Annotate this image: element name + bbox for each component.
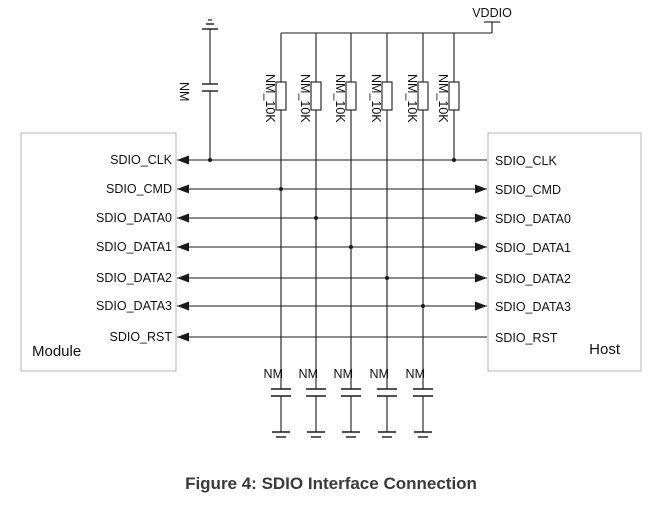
module-box	[20, 132, 177, 372]
host-pin-label: SDIO_DATA3	[495, 300, 571, 314]
module-label: Module	[32, 343, 81, 360]
capacitor-label: NM	[299, 367, 318, 381]
capacitor-label: NM	[264, 367, 283, 381]
capacitor-label: NM	[177, 82, 191, 101]
resistor-label: NM_10K	[298, 74, 312, 123]
host-label: Host	[589, 341, 621, 358]
arrow-right-icon	[475, 184, 487, 194]
host-pin-label: SDIO_CLK	[495, 154, 557, 168]
module-pin-label: SDIO_CLK	[110, 153, 172, 167]
resistor-4	[381, 81, 393, 111]
resistor-5	[417, 81, 429, 111]
host-pin-label: SDIO_RST	[495, 331, 558, 345]
junction-dot	[452, 158, 456, 162]
host-box	[487, 132, 642, 372]
module-pin-label: SDIO_CMD	[106, 182, 172, 196]
figure-caption: Figure 4: SDIO Interface Connection	[185, 474, 477, 493]
resistor-3	[345, 81, 357, 111]
arrow-right-icon	[475, 242, 487, 252]
module-pin-label: SDIO_DATA0	[96, 211, 172, 225]
arrow-left-icon	[177, 184, 189, 194]
module-pin-label: SDIO_DATA3	[96, 299, 172, 313]
arrow-right-icon	[475, 273, 487, 283]
arrow-left-icon	[177, 301, 189, 311]
junction-dot	[421, 304, 425, 308]
capacitor-label: NM	[370, 367, 389, 381]
host-pin-label: SDIO_DATA1	[495, 241, 571, 255]
vddio-label: VDDIO	[472, 6, 512, 20]
resistor-label: NM_10K	[436, 74, 450, 123]
module-pin-label: SDIO_DATA1	[96, 240, 172, 254]
arrow-left-icon	[177, 213, 189, 223]
arrow-left-icon	[177, 332, 189, 342]
resistor-label: NM_10K	[333, 74, 347, 123]
resistor-1	[275, 81, 287, 111]
resistor-6	[448, 81, 460, 111]
host-pin-label: SDIO_DATA2	[495, 272, 571, 286]
arrow-left-icon	[177, 242, 189, 252]
resistor-label: NM_10K	[369, 74, 383, 123]
junction-dot	[349, 245, 353, 249]
resistor-2	[310, 81, 322, 111]
junction-dot	[314, 216, 318, 220]
capacitor-label: NM	[334, 367, 353, 381]
junction-dot	[279, 187, 283, 191]
host-pin-label: SDIO_CMD	[495, 183, 561, 197]
module-pin-label: SDIO_RST	[109, 330, 172, 344]
arrow-left-icon	[177, 273, 189, 283]
host-pin-label: SDIO_DATA0	[495, 212, 571, 226]
resistor-label: NM_10K	[263, 74, 277, 123]
capacitor-label: NM	[406, 367, 425, 381]
junction-dot	[208, 158, 212, 162]
resistor-label: NM_10K	[405, 74, 419, 123]
module-pin-label: SDIO_DATA2	[96, 271, 172, 285]
junction-dot	[385, 276, 389, 280]
arrow-right-icon	[475, 301, 487, 311]
arrow-left-icon	[177, 155, 189, 165]
arrow-right-icon	[475, 213, 487, 223]
